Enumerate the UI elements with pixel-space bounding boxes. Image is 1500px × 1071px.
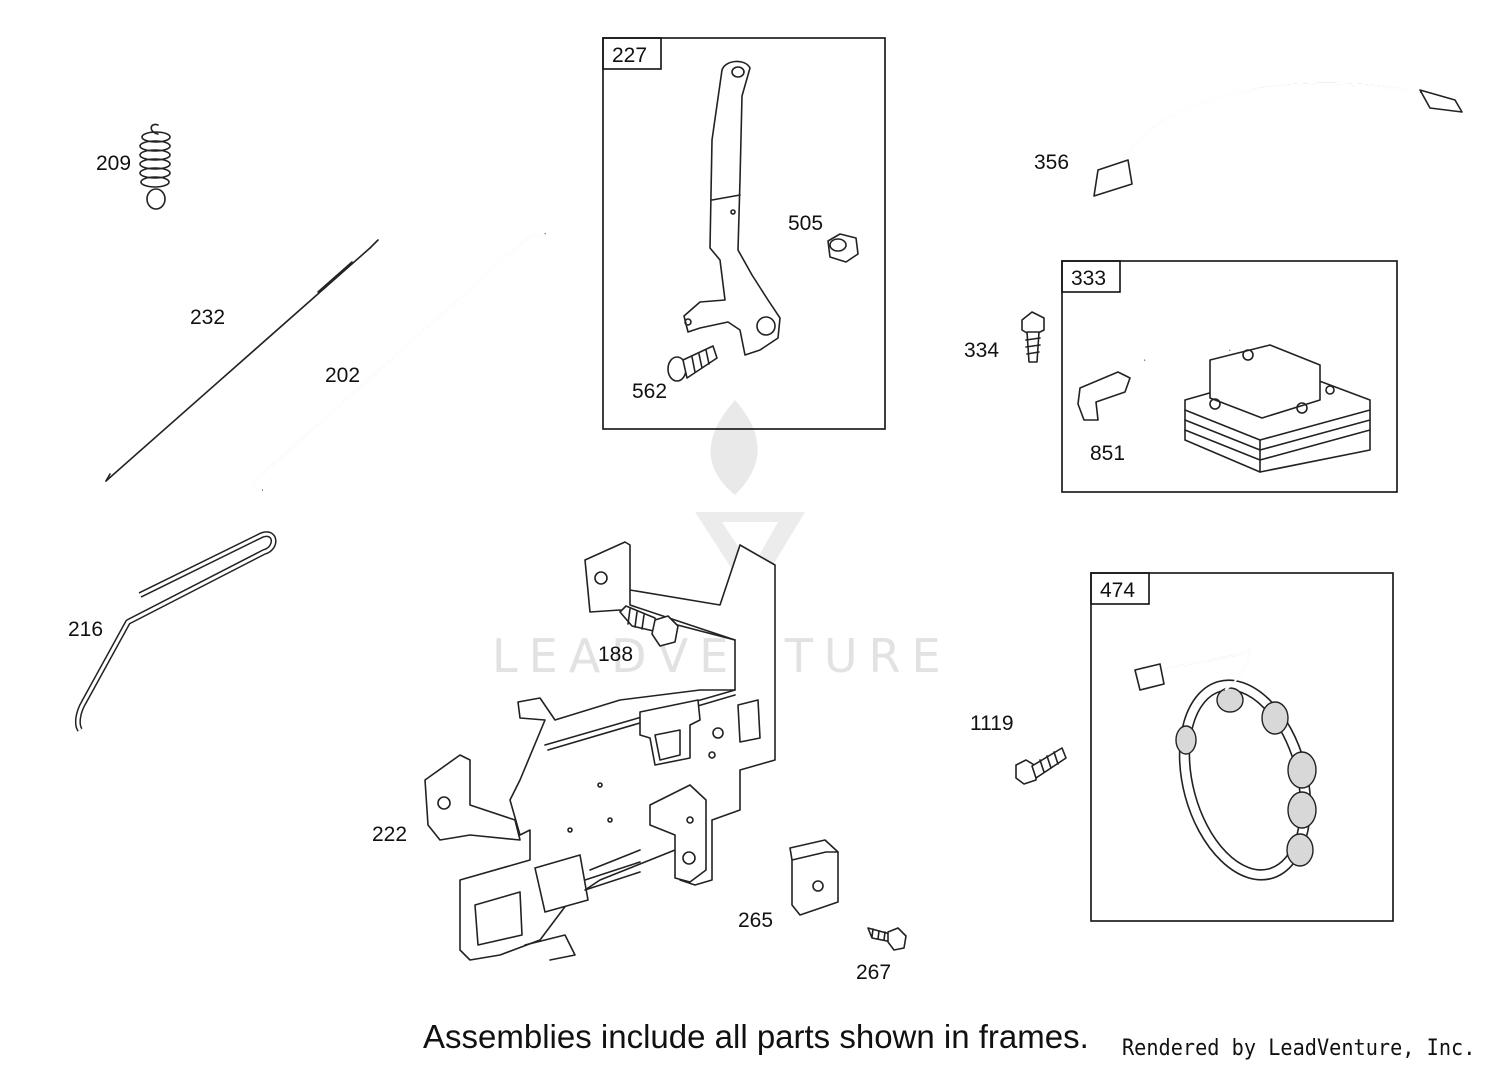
label-474: 474: [1100, 579, 1135, 602]
label-1119: 1119: [970, 712, 1014, 735]
part-222-control-bracket[interactable]: [424, 541, 776, 961]
label-505: 505: [788, 212, 823, 235]
label-334: 334: [964, 339, 999, 362]
leadventure-watermark: LEADVENTURE: [492, 400, 952, 683]
part-232-governor-link[interactable]: [105, 239, 379, 482]
part-562-screw[interactable]: [667, 345, 718, 382]
part-188-screw[interactable]: [619, 605, 679, 647]
label-188: 188: [598, 643, 633, 666]
part-227-governor-lever[interactable]: [683, 60, 781, 356]
part-851-spark-plug-terminal[interactable]: [1077, 371, 1131, 421]
label-356: 356: [1034, 151, 1069, 174]
label-227: 227: [612, 44, 647, 67]
rendered-by-credit: Rendered by LeadVenture, Inc.: [1122, 1036, 1476, 1061]
part-267-screw[interactable]: [867, 927, 907, 951]
part-216-choke-link[interactable]: [74, 531, 277, 732]
part-202-throttle-link[interactable]: [253, 233, 546, 491]
label-202: 202: [325, 364, 360, 387]
label-333: 333: [1071, 267, 1106, 290]
part-265-clip[interactable]: [789, 839, 839, 916]
watermark-text: LEADVENTURE: [492, 629, 952, 683]
label-851: 851: [1090, 442, 1125, 465]
label-222: 222: [372, 823, 407, 846]
part-209-spring[interactable]: [139, 123, 171, 210]
watermark-flame-icon: [710, 400, 758, 495]
label-216: 216: [68, 618, 103, 641]
label-232: 232: [190, 306, 225, 329]
frame-227: [602, 37, 886, 430]
label-265: 265: [738, 909, 773, 932]
frame-474: [1090, 572, 1394, 922]
part-505-nut[interactable]: [827, 233, 859, 263]
part-356-ground-wire[interactable]: [1093, 82, 1463, 197]
label-209: 209: [96, 152, 131, 175]
label-267: 267: [856, 961, 891, 984]
label-562: 562: [632, 380, 667, 403]
part-334-screw[interactable]: [1021, 311, 1045, 363]
part-474-alternator[interactable]: [1134, 648, 1331, 895]
watermark-v-icon: [695, 512, 805, 600]
part-1119-screw[interactable]: [1015, 747, 1067, 785]
part-333-armature[interactable]: [1142, 267, 1371, 473]
assemblies-note: Assemblies include all parts shown in fr…: [423, 1018, 1089, 1055]
frame-333: [1061, 260, 1398, 493]
